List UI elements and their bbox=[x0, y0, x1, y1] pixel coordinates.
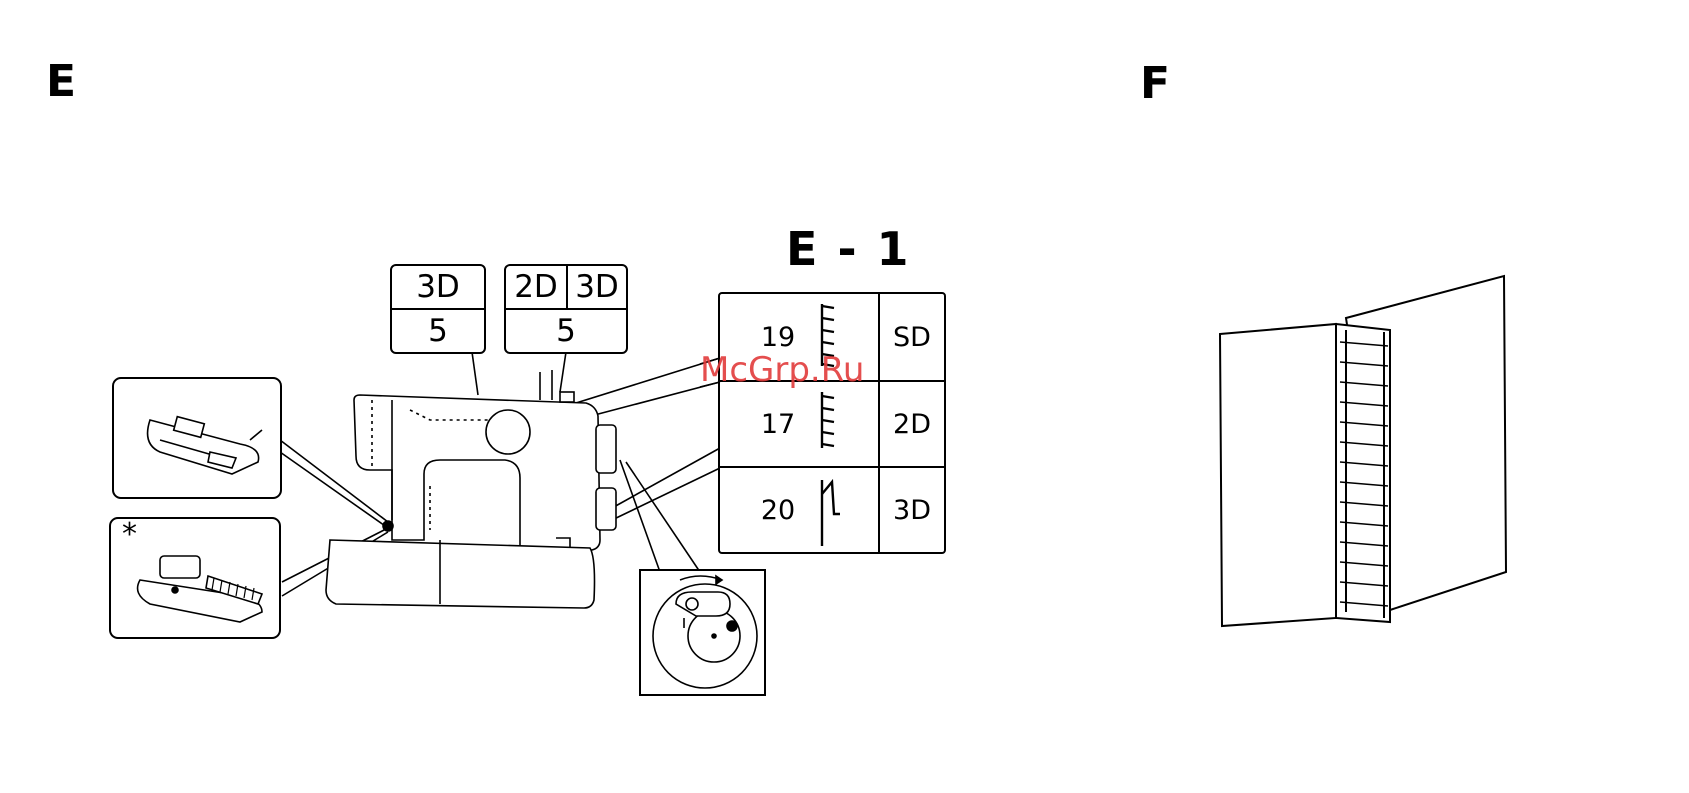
blind-stitch-icon bbox=[822, 480, 840, 546]
watermark-text: McGrp.Ru bbox=[700, 350, 864, 390]
overcast-stitch-icon bbox=[822, 392, 834, 448]
optional-foot-marker: * bbox=[122, 520, 137, 550]
